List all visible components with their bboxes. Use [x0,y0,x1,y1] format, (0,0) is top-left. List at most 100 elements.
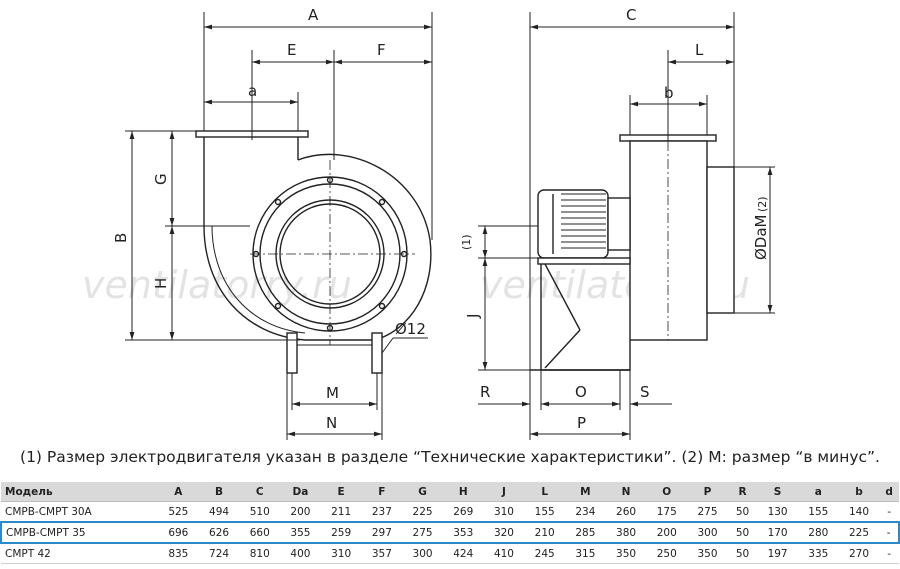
table-cell: 355 [280,521,321,544]
dim-P: P [577,414,586,432]
table-cell: 310 [483,501,525,523]
table-cell: 250 [646,543,688,564]
dim-M: M [326,384,339,402]
table-cell: 275 [687,501,728,523]
dim-a: a [248,82,257,100]
header-M: M [565,482,606,502]
dim-note2: (2) [756,196,769,212]
dim-L: L [695,41,704,59]
dim-S: S [640,383,650,401]
table-cell: 525 [157,501,199,523]
table-cell: 297 [361,521,403,544]
table-cell: 234 [565,501,606,523]
table-cell: 280 [797,521,839,544]
table-header-row: Модель A B C Da E F G H J L M N O P R S … [1,482,899,502]
table-cell: 410 [483,543,525,564]
front-labels: A E F a B G H M N Ø12 [112,6,426,432]
table-cell: 310 [320,543,362,564]
table-cell: 237 [361,501,403,523]
dim-J: J [464,314,482,319]
table-cell: 696 [157,521,199,544]
table-row: СМРВ-СМРТ 30А 525 494 510 200 211 237 22… [1,501,899,523]
table-cell: 510 [239,501,281,523]
header-b: b [838,482,880,502]
header-S: S [757,482,798,502]
table-cell: 260 [605,501,647,523]
dim-F: F [377,41,386,59]
header-E: E [320,482,362,502]
table-cell: 259 [320,521,362,544]
table-cell: 211 [320,501,362,523]
header-O: O [646,482,688,502]
front-dimensions [125,12,433,440]
table-cell: 269 [442,501,484,523]
table-cell: 300 [687,521,728,544]
table-cell: 270 [838,543,880,564]
dim-H: H [152,278,170,289]
table-cell: 835 [157,543,199,564]
table-cell: 810 [239,543,281,564]
header-A: A [157,482,199,502]
header-L: L [524,482,566,502]
table-cell: 200 [280,501,321,523]
table-cell: 245 [524,543,566,564]
header-F: F [361,482,403,502]
table-cell: 275 [402,521,443,544]
table-cell: 353 [442,521,484,544]
header-H: H [442,482,484,502]
header-d: d [879,482,899,502]
table-cell: 350 [687,543,728,564]
header-Da: Da [280,482,321,502]
table-cell: 380 [605,521,647,544]
table-cell: 155 [524,501,566,523]
dim-E: E [287,41,296,59]
dim-B: B [112,233,130,243]
table-row-highlighted: СМРВ-СМРТ 35 696 626 660 355 259 297 275… [0,521,900,544]
table-cell: - [879,521,900,544]
dim-R: R [480,383,490,401]
dim-N: N [326,414,337,432]
header-G: G [402,482,443,502]
side-dimensions [478,12,775,440]
table-cell: 626 [198,521,240,544]
table-cell: 175 [646,501,688,523]
dim-C: C [626,6,636,24]
dim-d12: Ø12 [395,320,426,338]
table-cell: 320 [483,521,525,544]
table-cell: 50 [727,543,758,564]
dim-DaM: ØDaM [752,215,770,261]
table-cell: 494 [198,501,240,523]
dim-G: G [152,173,170,185]
table-cell: 285 [565,521,606,544]
table-cell: 140 [838,501,880,523]
table-cell: 197 [757,543,798,564]
table-cell: 210 [524,521,566,544]
table-cell: 50 [727,501,758,523]
dim-note1: (1) [460,234,473,250]
technical-drawing: ventilatorry.ru ventilatorry.ru [82,6,775,440]
header-C: C [239,482,281,502]
header-model: Модель [1,482,158,502]
dim-b: b [664,84,674,102]
table-cell: 170 [757,521,798,544]
table-cell: 300 [402,543,443,564]
table-cell: 335 [797,543,839,564]
header-P: P [687,482,728,502]
table-cell: - [879,543,899,564]
dim-O: O [575,383,587,401]
table-cell: 200 [646,521,688,544]
header-J: J [483,482,525,502]
table-cell: СМРТ 42 [1,543,158,564]
table-row: СМРТ 42 835 724 810 400 310 357 300 424 … [1,543,899,564]
table-cell: 130 [757,501,798,523]
header-B: B [198,482,240,502]
table-cell: СМРВ-СМРТ 35 [0,521,158,544]
table-cell: 225 [402,501,443,523]
table-cell: 225 [838,521,880,544]
footnote: (1) Размер электродвигателя указан в раз… [20,448,880,466]
table-cell: 357 [361,543,403,564]
table-cell: 315 [565,543,606,564]
side-labels: C L b (1) ØDaM (2) J R O S P [460,6,770,432]
table-cell: 400 [280,543,321,564]
side-view [530,134,735,371]
